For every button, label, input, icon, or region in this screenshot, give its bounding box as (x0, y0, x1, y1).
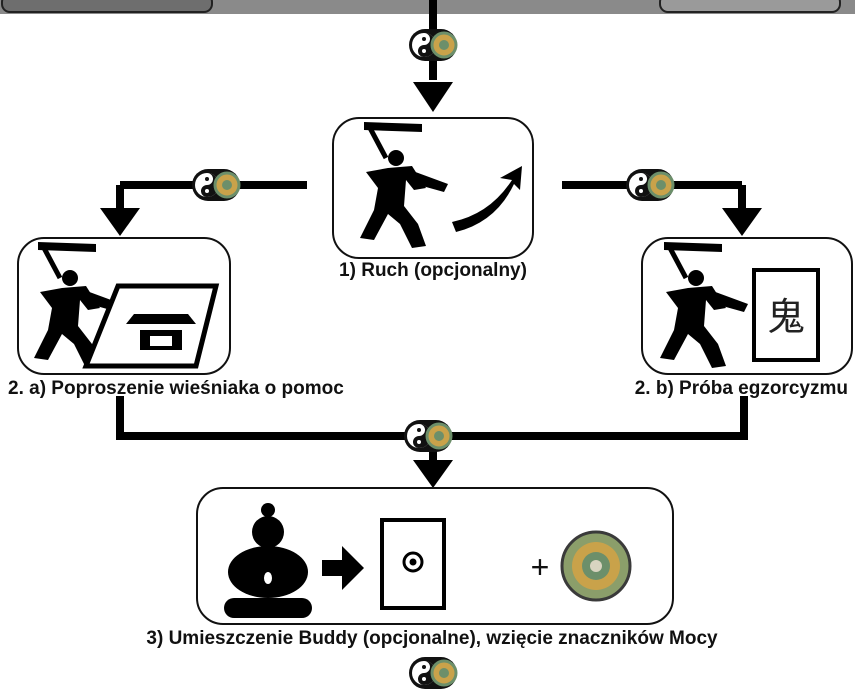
plus-sign: + (531, 549, 550, 585)
token-left (190, 167, 242, 203)
buddha-figure-icon (224, 503, 312, 618)
qi-token-icon (560, 530, 632, 602)
buddha-card-icon (380, 518, 446, 610)
move-label: 1) Ruch (opcjonalny) (339, 260, 527, 281)
move-arrow-icon (452, 166, 522, 232)
arrow-down-to-villager (100, 208, 140, 236)
token-right (624, 167, 676, 203)
token-middle (402, 418, 454, 454)
exorcism-label: 2. b) Próba egzorcyzmu (635, 378, 848, 399)
arrow-right-icon (322, 546, 364, 590)
arrow-down-to-move (413, 82, 453, 112)
village-tile-icon (82, 283, 220, 369)
arrow-down-to-exorcism (722, 208, 762, 236)
top-bar-left-tab (1, 0, 213, 13)
token-bottom (407, 655, 459, 691)
svg-text:鬼: 鬼 (767, 297, 805, 339)
ghost-card-icon: 鬼 (752, 268, 820, 362)
token-top (407, 27, 459, 63)
villager-label: 2. a) Poproszenie wieśniaka o pomoc (8, 378, 344, 399)
top-bar (0, 0, 855, 14)
top-bar-right-tab (659, 0, 841, 13)
flow-arrowheads (100, 82, 762, 488)
buddha-label: 3) Umieszczenie Buddy (opcjonalne), wzię… (146, 628, 718, 649)
arrow-down-to-buddha (413, 460, 453, 488)
